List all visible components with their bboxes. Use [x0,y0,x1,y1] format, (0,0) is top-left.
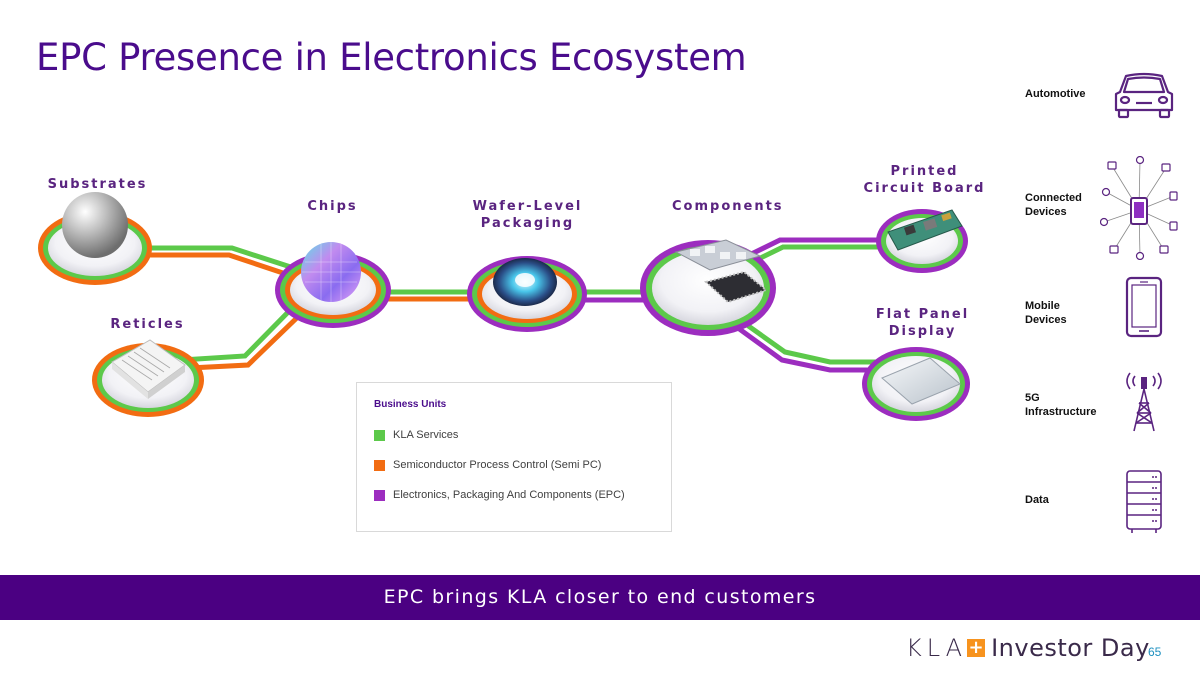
legend-item-epc: Electronics, Packaging And Components (E… [374,489,625,501]
market-data-label: Data [1025,494,1049,506]
page-number: 65 [1148,645,1162,659]
label-wafer-level-packaging: Wafer-Level Packaging [472,199,583,231]
node-substrates [38,192,152,285]
ecosystem-diagram [38,192,970,421]
page-title: EPC Presence in Electronics Ecosystem [36,36,747,79]
node-flat-panel-display [862,347,970,421]
node-printed-circuit-board [876,209,968,273]
bottom-banner: EPC brings KLA closer to end customers [0,575,1200,620]
legend-label: Electronics, Packaging And Components (E… [393,489,625,501]
connected-devices-icon [1100,156,1178,260]
node-components [640,239,776,336]
node-chips [275,242,391,328]
legend-label: KLA Services [393,429,459,441]
label-components: Components [672,199,784,214]
kla-investor-day-logo: KLA + Investor Day [906,634,1150,662]
legend-title: Business Units [374,399,447,410]
legend-item-semi-pc: Semiconductor Process Control (Semi PC) [374,459,601,471]
legend-swatch-green [374,429,385,441]
label-flat-panel-display: Flat Panel Display [875,307,970,339]
car-icon [1114,72,1174,119]
logo-plus-icon: + [967,637,986,658]
market-mobile-devices-label: Mobile Devices [1025,300,1067,326]
legend-label: Semiconductor Process Control (Semi PC) [393,459,602,471]
smartphone-icon [1125,276,1163,338]
banner-text: EPC brings KLA closer to end customers [383,586,817,608]
label-chips: Chips [307,199,358,214]
label-printed-circuit-board: Printed Circuit Board [863,164,986,196]
node-wafer-level-packaging [467,256,587,332]
logo-investor-day-text: Investor Day [991,634,1150,662]
market-connected-devices-label: Connected Devices [1025,192,1082,218]
label-substrates: Substrates [47,177,148,192]
legend-swatch-orange [374,459,385,471]
label-reticles: Reticles [110,317,185,332]
node-reticles [92,339,204,417]
server-rack-icon [1126,470,1162,533]
market-automotive-label: Automotive [1025,88,1086,100]
legend-box: Business Units KLA Services Semiconducto… [356,382,672,532]
logo-kla-text: KLA [906,634,968,662]
market-5g-infrastructure-label: 5G Infrastructure [1025,392,1097,418]
legend-item-kla-services: KLA Services [374,429,458,441]
cell-tower-icon [1126,372,1162,432]
legend-swatch-purple [374,489,385,501]
